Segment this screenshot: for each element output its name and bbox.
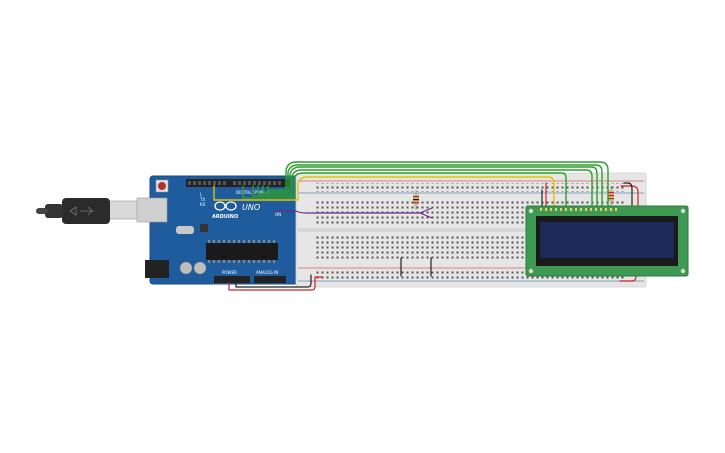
wire-black-ground[interactable]: [235, 274, 312, 288]
l-label: L: [200, 192, 203, 197]
on-label: ON: [275, 212, 281, 217]
power-label: POWER: [222, 270, 237, 275]
wires: [213, 161, 639, 291]
usb-cable[interactable]: [36, 198, 139, 224]
microcontroller-icon: [206, 240, 278, 263]
breadboard[interactable]: [295, 172, 647, 288]
reset-button-icon[interactable]: [155, 179, 169, 193]
usb-cable-icon: [69, 206, 94, 216]
power-jack: [145, 260, 169, 278]
wire-green-4[interactable]: [252, 169, 593, 207]
wire-red-lcd-bottom[interactable]: [619, 275, 637, 282]
tx-label: TX: [199, 197, 205, 202]
wire-black-lcd[interactable]: [623, 182, 633, 207]
lcd-screen: [540, 222, 674, 258]
wire-green-3[interactable]: [257, 166, 598, 207]
wire-purple-short[interactable]: [419, 207, 433, 214]
arduino-uno-board[interactable]: DIGITAL (PWM~) TX RX L ARDUINO UNO ON: [136, 175, 299, 285]
power-header: [214, 276, 250, 283]
wire-yellow[interactable]: [213, 176, 555, 207]
wire-green-2[interactable]: [262, 164, 603, 207]
analog-header: [254, 276, 286, 283]
brand-label: ARDUINO: [212, 214, 238, 220]
wire-green-1[interactable]: [267, 161, 609, 207]
top-rail-holes: [316, 183, 626, 192]
wire-purple[interactable]: [273, 210, 433, 219]
bottom-rail-holes: [316, 271, 626, 280]
model-label: UNO: [242, 203, 260, 212]
lcd-16x2-display[interactable]: [525, 205, 689, 277]
wire-red-power[interactable]: [228, 276, 323, 291]
usb-port: [136, 197, 168, 223]
analog-label: ANALOG IN: [256, 270, 278, 275]
rx-label: RX: [200, 202, 206, 207]
resistor[interactable]: [413, 190, 419, 210]
arduino-logo: [214, 201, 237, 211]
wire-green-5[interactable]: [242, 172, 567, 207]
lcd-header-pins: [540, 208, 617, 211]
